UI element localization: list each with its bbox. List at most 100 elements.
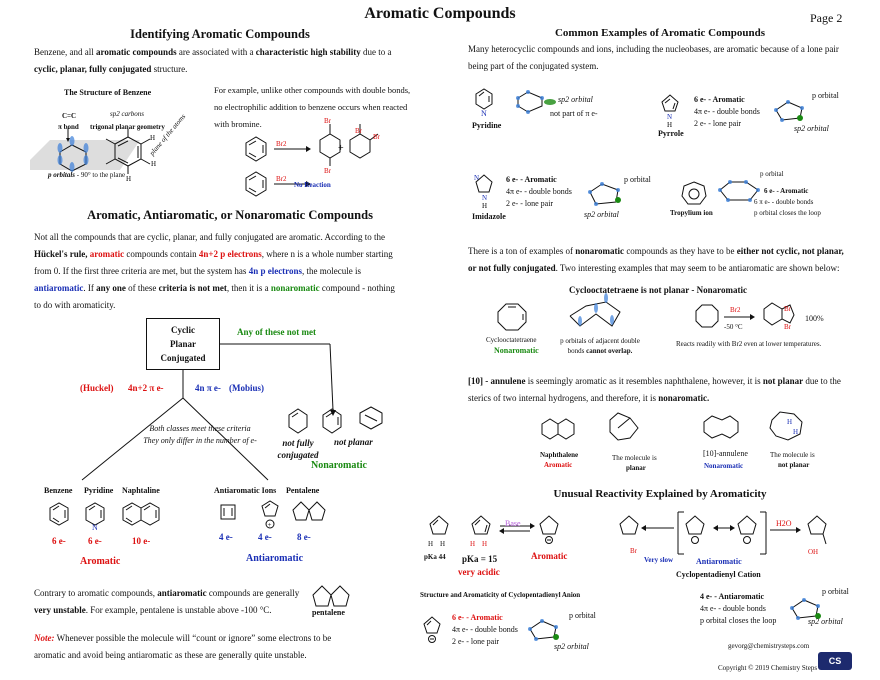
h-label-3: H xyxy=(470,540,476,548)
pyridine-electrons: 6 e- xyxy=(88,536,102,546)
annulene-h-b: H xyxy=(793,428,799,436)
pentalene-label: Pentalene xyxy=(286,486,320,495)
cot-br-b: Br xyxy=(784,323,791,331)
tropylium-structure xyxy=(681,181,707,205)
pi-bond-label: π bond xyxy=(58,123,79,131)
page-title: Aromatic Compounds xyxy=(364,5,516,22)
svg-text:H: H xyxy=(667,121,672,129)
no-reaction-label: No Reaction xyxy=(294,181,331,189)
tropylium-label: Tropylium ion xyxy=(670,209,713,217)
h-label-4: H xyxy=(482,540,488,548)
pka-44: pKa 44 xyxy=(424,553,446,561)
mobius-rule: 4n π e- xyxy=(195,383,221,393)
naphtaline-label: Naphtaline xyxy=(122,486,160,495)
huckel-label: (Huckel) xyxy=(80,383,114,393)
anion-structure xyxy=(423,616,441,643)
section-heading-reactivity: Unusual Reactivity Explained by Aromatic… xyxy=(553,488,767,500)
page-number: Page 2 xyxy=(810,11,843,25)
planar-note-b: planar xyxy=(626,464,646,472)
imidazole-orbital xyxy=(588,182,621,206)
pka-15: pKa = 15 xyxy=(462,554,498,564)
br2-reagent-1: Br2 xyxy=(276,140,287,148)
imidazole-p-orbital: p orbital xyxy=(624,175,651,184)
cation-sp2: sp2 orbital xyxy=(808,617,843,626)
classify-paragraph: Not all the compounds that are cyclic, p… xyxy=(34,232,395,310)
br-product-top: Br xyxy=(324,117,331,125)
plus-sign: + xyxy=(338,143,344,154)
cc-label: C=C xyxy=(62,112,77,120)
ion-electrons-a: 4 e- xyxy=(219,532,233,542)
anion-orbital xyxy=(528,619,559,641)
anion-aromatic-label: Aromatic xyxy=(531,551,568,561)
br2-reagent-2: Br2 xyxy=(276,175,287,183)
very-slow-label: Very slow xyxy=(644,556,674,564)
logo: CS xyxy=(818,652,852,670)
svg-text:N: N xyxy=(481,109,487,118)
br-product-2a: Br xyxy=(355,127,362,135)
anion-sp2: sp2 orbital xyxy=(554,642,589,651)
not-planar-note-b: not planar xyxy=(778,461,810,469)
h2o-label: H2O xyxy=(776,519,792,528)
sp2-carbons-label: sp2 carbons xyxy=(110,110,145,118)
svg-text:H: H xyxy=(150,134,155,142)
footer-email[interactable]: gevorg@chemistrysteps.com xyxy=(728,642,810,650)
cot-br2: Br2 xyxy=(730,306,741,314)
cot-structure xyxy=(497,303,527,331)
imidazole-label: Imidazole xyxy=(472,212,506,221)
note-paragraph: Note: Whenever possible the molecule wil… xyxy=(34,633,332,660)
benzene-skeletal-h: H H H xyxy=(105,129,156,183)
cot-heading: Cyclooctatetraene is not planar - Nonaro… xyxy=(569,285,747,295)
imidazole-sp2: sp2 orbital xyxy=(584,210,619,219)
svg-text:H: H xyxy=(126,175,131,183)
antiaromatic-label: Antiaromatic xyxy=(246,553,304,564)
cation-antiaromatic-label: Antiaromatic xyxy=(696,557,742,566)
oh-label: OH xyxy=(808,548,819,556)
nonaromatic-label: Nonaromatic xyxy=(311,460,367,471)
svg-text:N: N xyxy=(667,113,672,121)
br-product-2b: Br xyxy=(373,133,380,141)
flowchart-lines xyxy=(81,343,336,481)
bromine-example-text: For example, unlike other compounds with… xyxy=(214,85,411,129)
common-intro: Many heterocyclic compounds and ions, in… xyxy=(468,44,839,71)
annulene-paragraph: [10] - annulene is seemingly aromatic as… xyxy=(468,376,841,403)
cot-nonaromatic: Nonaromatic xyxy=(494,346,539,355)
svg-text:N: N xyxy=(474,174,479,182)
svg-text:N: N xyxy=(92,523,98,532)
section-heading-classify: Aromatic, Antiaromatic, or Nonaromatic C… xyxy=(87,208,373,222)
antiaromatic-ions-label: Antiaromatic Ions xyxy=(214,486,277,495)
cot-label: Cyclooctatetraene xyxy=(486,336,537,344)
any-not-met-label: Any of these not met xyxy=(237,327,316,337)
footer-copyright: Copyright © 2019 Chemistry Steps xyxy=(718,664,818,672)
pyridine-label-r: Pyridine xyxy=(472,121,502,130)
section-heading-identifying: Identifying Aromatic Compounds xyxy=(130,27,310,41)
not-planar-label: not planar xyxy=(334,437,373,447)
anion-p-orbital: p orbital xyxy=(569,611,596,620)
pyrrole-label: Pyrrole xyxy=(658,129,684,138)
pyrrole-sp2: sp2 orbital xyxy=(794,124,829,133)
p-orbitals-label: p orbitals - 90° to the plane xyxy=(48,171,126,179)
tropylium-orbital xyxy=(718,180,760,202)
ion-electrons-b: 4 e- xyxy=(258,532,272,542)
svg-text:H: H xyxy=(151,160,156,168)
annulene-comparison xyxy=(541,411,803,441)
aromatic-label: Aromatic xyxy=(80,556,121,567)
imidazole-structure: NNH xyxy=(474,174,493,210)
pyridine-orbital xyxy=(516,90,556,114)
h-label-1: H xyxy=(428,540,434,548)
bromination-scheme xyxy=(245,124,379,197)
naphthalene-label: Naphthalene xyxy=(540,451,579,459)
pentalene-structure xyxy=(312,585,350,607)
antiaromatic-examples: + xyxy=(220,500,326,529)
base-label: Base xyxy=(505,519,521,528)
nonaromatic-paragraph: There is a ton of examples of nonaromati… xyxy=(468,246,844,273)
naphthalene-aromatic: Aromatic xyxy=(544,461,573,469)
not-part-label: not part of π e- xyxy=(550,109,598,118)
cot-br-a: Br xyxy=(784,305,791,313)
not-planar-note-a: The molecule is xyxy=(770,451,815,459)
nonaromatic-examples xyxy=(288,406,383,434)
